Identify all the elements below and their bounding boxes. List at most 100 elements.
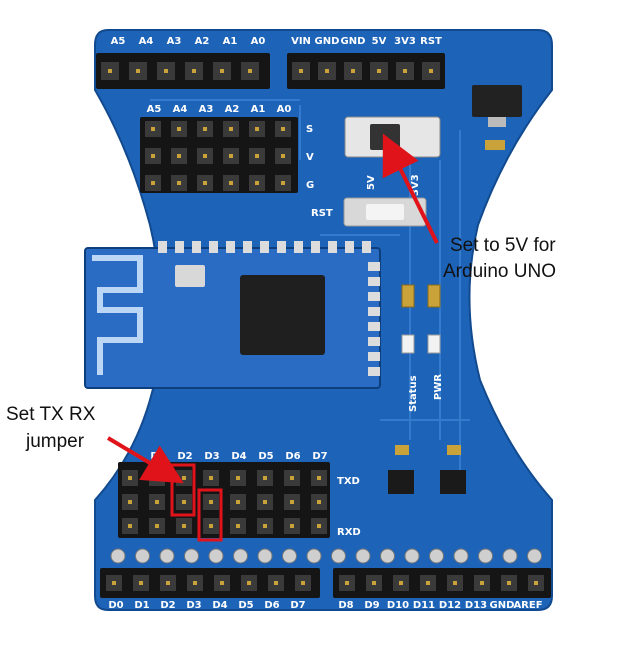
switch-label-3v3: 3V3 <box>410 174 421 196</box>
analog-block-label: A4 <box>173 104 188 115</box>
reset-button-cap[interactable] <box>366 204 404 220</box>
jumper-pin-hole <box>209 476 213 480</box>
analog-block-label: A0 <box>277 104 292 115</box>
through-hole-pin <box>429 548 444 564</box>
jumper-label: D3 <box>204 451 219 462</box>
rx-jumper-highlight-box <box>197 488 223 542</box>
voltage-regulator <box>472 85 522 117</box>
power-led-label: PWR <box>433 374 444 400</box>
jumper-label: D6 <box>285 451 300 462</box>
through-hole-pin <box>355 548 371 564</box>
module-pad <box>345 241 354 253</box>
header-pin-hole <box>248 69 252 73</box>
analog-block-label: A3 <box>199 104 214 115</box>
header-pin-hole <box>108 69 112 73</box>
analog-pin-hole <box>151 127 155 131</box>
bottom-pin-label: D1 <box>134 600 149 611</box>
bottom-pin-label: D2 <box>160 600 175 611</box>
bottom-pin-label: D12 <box>439 600 461 611</box>
bottom-pin-label: D3 <box>186 600 201 611</box>
bottom-pin-label: D13 <box>465 600 487 611</box>
bottom-header-pin-hole <box>507 581 511 585</box>
jumper-pin-hole <box>236 476 240 480</box>
bottom-pin-label: AREF <box>513 600 542 611</box>
jumper-callout-arrow <box>106 436 184 484</box>
through-hole-pin <box>404 548 420 564</box>
jumper-pin-hole <box>317 524 321 528</box>
analog-pin-hole <box>255 154 259 158</box>
bottom-header-pin-hole <box>301 581 305 585</box>
jumper-pin-hole <box>263 524 267 528</box>
top-power-label: GND <box>341 36 366 47</box>
module-pad <box>368 352 380 361</box>
switch-slider[interactable] <box>370 124 400 150</box>
module-pad <box>277 241 286 253</box>
jumper-pin-hole <box>317 476 321 480</box>
header-pin-hole <box>325 69 329 73</box>
module-pad <box>368 262 380 271</box>
top-power-label: GND <box>315 36 340 47</box>
header-pin-hole <box>192 69 196 73</box>
through-hole-pin <box>135 548 150 564</box>
module-pad <box>260 241 269 253</box>
jumper-pin-hole <box>128 476 132 480</box>
jumper-label: D7 <box>312 451 327 462</box>
switch-callout-arrow <box>382 133 439 244</box>
bottom-digital-header-high <box>333 568 551 598</box>
top-analog-label: A4 <box>139 36 154 47</box>
header-pin-hole <box>136 69 140 73</box>
module-pad <box>192 241 201 253</box>
module-pad <box>226 241 235 253</box>
reset-label: RST <box>311 208 333 219</box>
bottom-header-pin-hole <box>139 581 143 585</box>
analog-pin-hole <box>255 127 259 131</box>
jumper-pin-hole <box>290 500 294 504</box>
transistor-3 <box>395 445 409 455</box>
module-pad <box>368 277 380 286</box>
bottom-header-pin-hole <box>372 581 376 585</box>
switch-note-line2: Arduino UNO <box>443 261 556 282</box>
jumper-pin-hole <box>263 500 267 504</box>
analog-pin-hole <box>281 154 285 158</box>
transistor-2 <box>440 470 466 494</box>
analog-pin-hole <box>281 181 285 185</box>
jumper-pin-hole <box>290 476 294 480</box>
bottom-pin-label: D9 <box>364 600 379 611</box>
bottom-pin-label: GND <box>490 600 515 611</box>
module-pad <box>368 367 380 376</box>
regulator-tab <box>488 117 506 127</box>
switch-note-line1: Set to 5V for <box>450 235 556 256</box>
analog-row-label-s: S <box>306 124 313 135</box>
module-pad <box>368 322 380 331</box>
analog-pin-hole <box>151 154 155 158</box>
jumper-label: D2 <box>177 451 192 462</box>
bottom-header-pin-hole <box>426 581 430 585</box>
jumper-pin-hole <box>263 476 267 480</box>
bottom-header-pin-hole <box>247 581 251 585</box>
analog-pin-hole <box>229 154 233 158</box>
power-led <box>427 334 441 354</box>
jumper-pin-hole <box>155 524 159 528</box>
jumper-pin-hole <box>209 524 213 528</box>
jumper-note-line2: jumper <box>25 431 85 452</box>
bottom-header-pin-hole <box>345 581 349 585</box>
through-hole-pin <box>380 548 395 564</box>
bluetooth-module <box>84 247 381 389</box>
transistor-4 <box>447 445 461 455</box>
analog-block-label: A5 <box>147 104 162 115</box>
jumper-pin-hole <box>155 476 159 480</box>
module-pad <box>368 307 380 316</box>
jumper-label: D4 <box>231 451 246 462</box>
through-hole-pin <box>257 548 273 564</box>
top-analog-label: A5 <box>111 36 126 47</box>
jumper-pin-hole <box>182 524 186 528</box>
capacitor <box>485 140 505 150</box>
analog-pin-hole <box>203 127 207 131</box>
analog-pin-hole <box>281 127 285 131</box>
bottom-header-pin-hole <box>480 581 484 585</box>
bottom-pin-label: D5 <box>238 600 253 611</box>
resistor-2 <box>427 284 441 308</box>
module-pad <box>311 241 320 253</box>
jumper-note-line1: Set TX RX <box>6 404 96 425</box>
